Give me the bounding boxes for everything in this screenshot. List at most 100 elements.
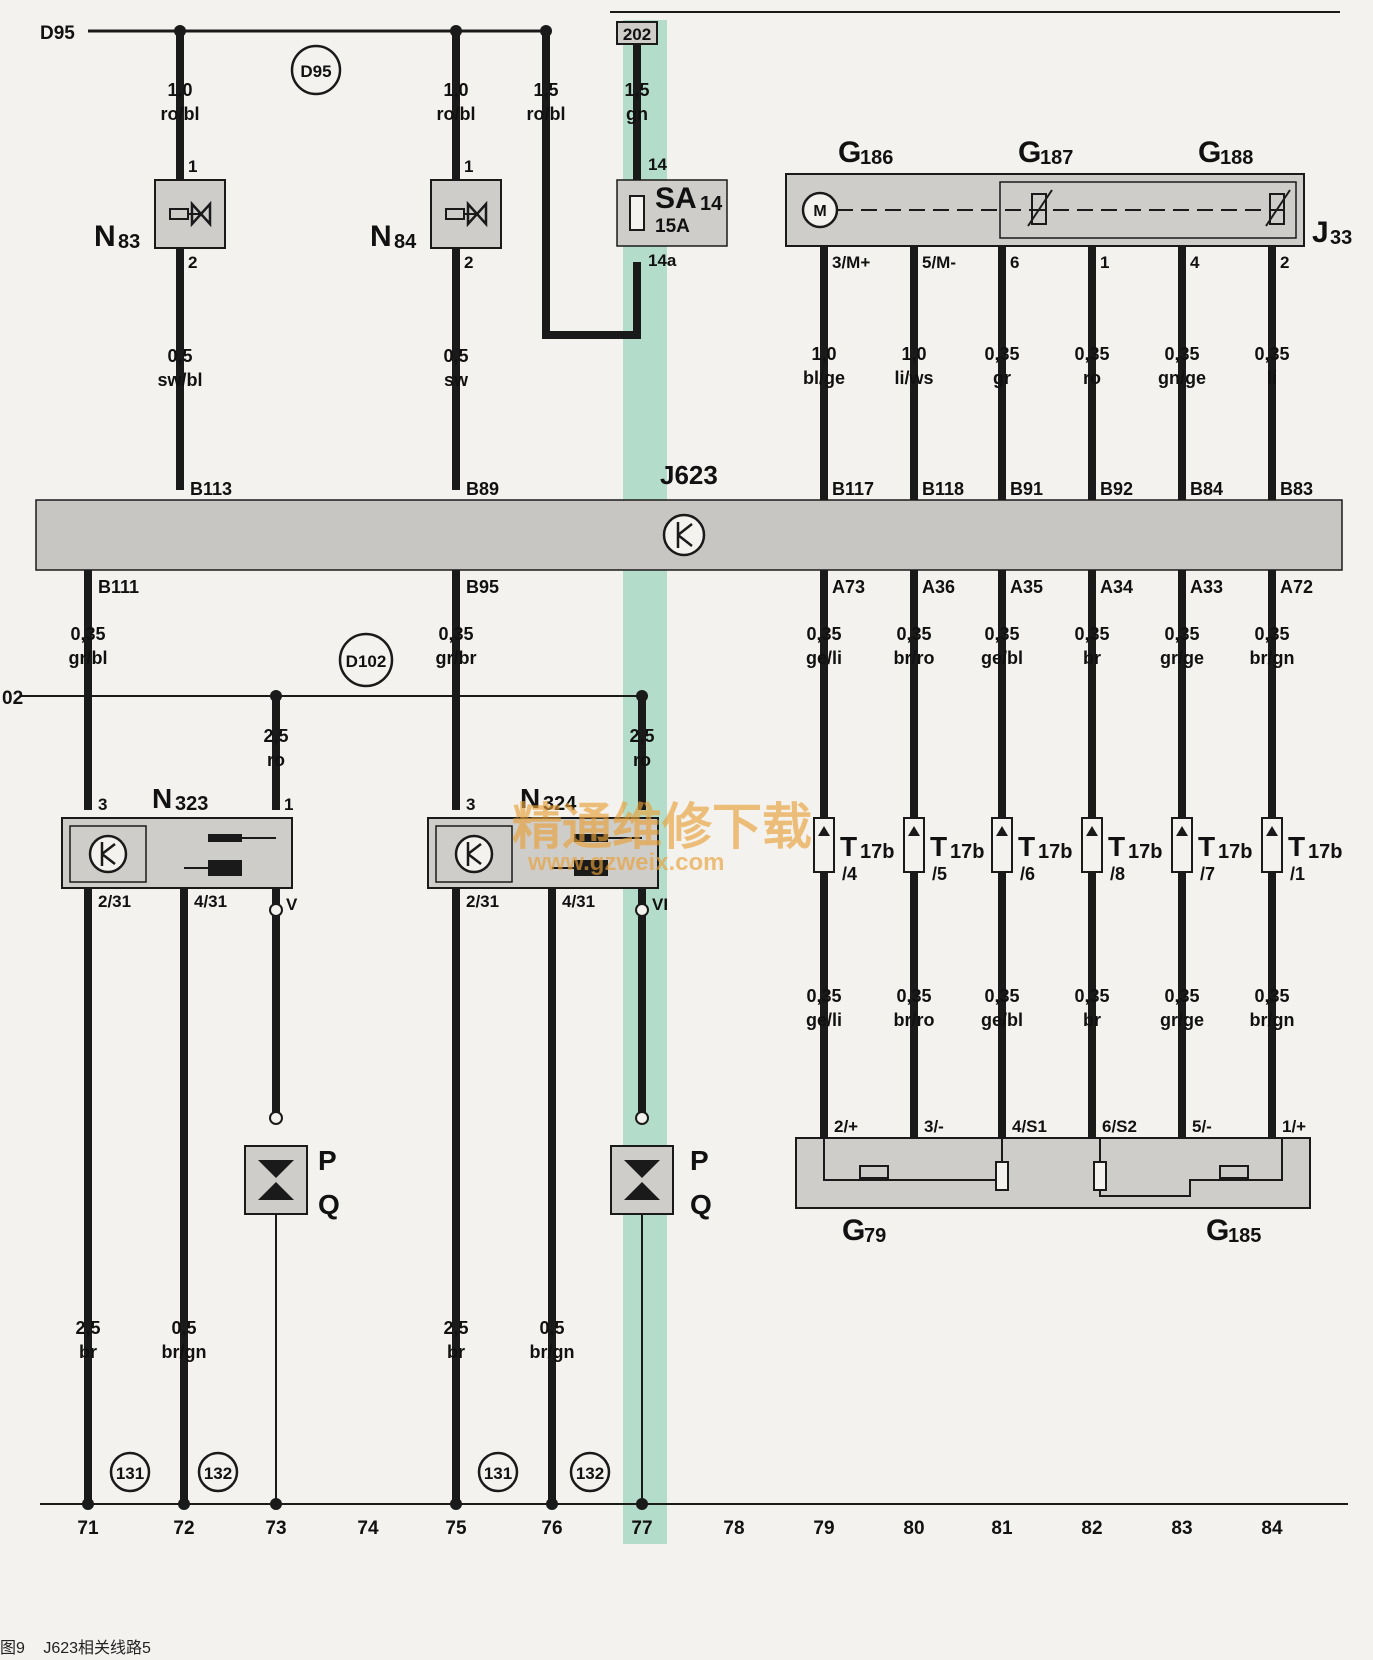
valve-n324: N 324 3 2/31 4/31 VI [427, 783, 668, 914]
inline-connector [1261, 817, 1283, 873]
pin-label: B84 [1190, 479, 1223, 499]
svg-text:202: 202 [623, 25, 651, 44]
fuse-sa14: SA 14 15A 14 14a [616, 155, 728, 270]
svg-text:2: 2 [464, 253, 473, 272]
wire-label: gr/ge [1160, 1010, 1204, 1030]
pin-label: 1 [1100, 253, 1109, 272]
connector-label: /7 [1200, 864, 1215, 884]
wire-label: 0,35 [1164, 344, 1199, 364]
ground-ref-131a: 131 [109, 1451, 151, 1493]
svg-text:188: 188 [1220, 147, 1253, 169]
pin-label: 2 [1280, 253, 1289, 272]
svg-text:SA: SA [655, 182, 697, 215]
connector-label: /4 [842, 864, 857, 884]
column-number: 71 [77, 1518, 99, 1539]
svg-text:P: P [318, 1145, 337, 1176]
connector-arrow [996, 826, 1008, 836]
wire-label: gn [626, 104, 648, 124]
wire-label: 1,0 [443, 80, 468, 100]
wire-label: 0,35 [1074, 344, 1109, 364]
pin-label: 4 [1190, 253, 1200, 272]
pin-label: B118 [922, 479, 964, 499]
svg-text:131: 131 [116, 1464, 144, 1483]
svg-text:2/31: 2/31 [466, 892, 499, 911]
caption-fig: 图9 [0, 1640, 25, 1657]
wire-label: br [79, 1342, 97, 1362]
svg-text:4/31: 4/31 [562, 892, 595, 911]
connector-label: /1 [1290, 864, 1305, 884]
wire-label: li [1267, 368, 1277, 388]
pin-label: B117 [832, 479, 874, 499]
connector-d95: D95 [290, 44, 342, 96]
pin-label: B89 [466, 479, 499, 499]
svg-text:84: 84 [394, 231, 417, 253]
pin-label: 3/- [924, 1117, 944, 1136]
column-number: 78 [723, 1518, 744, 1539]
column-number: 73 [265, 1518, 286, 1539]
svg-text:G: G [1018, 136, 1041, 169]
svg-text:1: 1 [464, 157, 473, 176]
pin-label: 5/- [1192, 1117, 1212, 1136]
module-j623: J623 [35, 460, 1343, 571]
svg-text:N: N [370, 220, 392, 253]
column-number: 76 [541, 1518, 562, 1539]
wire-label: 0,35 [896, 624, 931, 644]
column-number: 77 [631, 1518, 652, 1539]
svg-text:J623: J623 [660, 460, 718, 490]
connector-label: 17b [1308, 841, 1342, 863]
svg-text:324: 324 [543, 793, 577, 815]
connector-202: 202 [616, 21, 658, 45]
svg-text:VI: VI [652, 895, 668, 914]
column-number: 81 [991, 1518, 1013, 1539]
wire-label: ro/bl [437, 104, 476, 124]
wire-label: ro [267, 750, 285, 770]
wire-label: 2,5 [75, 1318, 100, 1338]
connector-arrow [1086, 826, 1098, 836]
svg-text:G: G [1206, 1214, 1229, 1247]
bus-d102-label: 02 [2, 688, 23, 709]
svg-text:131: 131 [484, 1464, 512, 1483]
inline-connector [813, 817, 835, 873]
pin-label: 6 [1010, 253, 1019, 272]
svg-text:G: G [838, 136, 861, 169]
svg-text:J: J [1312, 216, 1329, 249]
wire-label: bl/ge [803, 368, 845, 388]
pin-label: A72 [1280, 577, 1313, 597]
throttle-module-j338: M G 186 G 187 G 188 J 33 [785, 136, 1352, 249]
wire-label: 0,5 [171, 1318, 196, 1338]
pin-label: 1/+ [1282, 1117, 1306, 1136]
wire-label: br [447, 1342, 465, 1362]
wire-label: ge/li [806, 1010, 842, 1030]
svg-text:V: V [286, 895, 298, 914]
svg-text:14a: 14a [648, 251, 677, 270]
wire-label: 0,35 [438, 624, 473, 644]
pin-label: B83 [1280, 479, 1313, 499]
svg-text:2: 2 [188, 253, 197, 272]
wire-label: 0,5 [539, 1318, 564, 1338]
wire-label: 0,35 [70, 624, 105, 644]
wire-label: 0,35 [1254, 624, 1289, 644]
wire-label: gr/br [435, 648, 476, 668]
wire-label: 0,35 [984, 986, 1019, 1006]
wire-label: 0,35 [1074, 986, 1109, 1006]
wire-label: 1,0 [811, 344, 836, 364]
watermark: 精通维修下载 www.gzweix.com [512, 799, 812, 876]
connector-label: 17b [950, 841, 984, 863]
svg-text:185: 185 [1228, 1225, 1261, 1247]
svg-text:D95: D95 [300, 62, 331, 81]
wire-label: 2,5 [443, 1318, 468, 1338]
wire-label: 0,35 [984, 624, 1019, 644]
wire-label: 1,5 [624, 80, 649, 100]
wire-label: br [1083, 1010, 1101, 1030]
figure-caption: 图9 J623相关线路5 [0, 1634, 165, 1658]
inline-connector [991, 817, 1013, 873]
inline-connector [1171, 817, 1193, 873]
wire-label: ro [1083, 368, 1101, 388]
pin-label: B113 [190, 479, 232, 499]
svg-text:2/31: 2/31 [98, 892, 131, 911]
pin-label: B92 [1100, 479, 1133, 499]
wire-label: br/gn [1250, 1010, 1295, 1030]
wire-label: 0,35 [806, 624, 841, 644]
wire-label: ge/bl [981, 648, 1023, 668]
